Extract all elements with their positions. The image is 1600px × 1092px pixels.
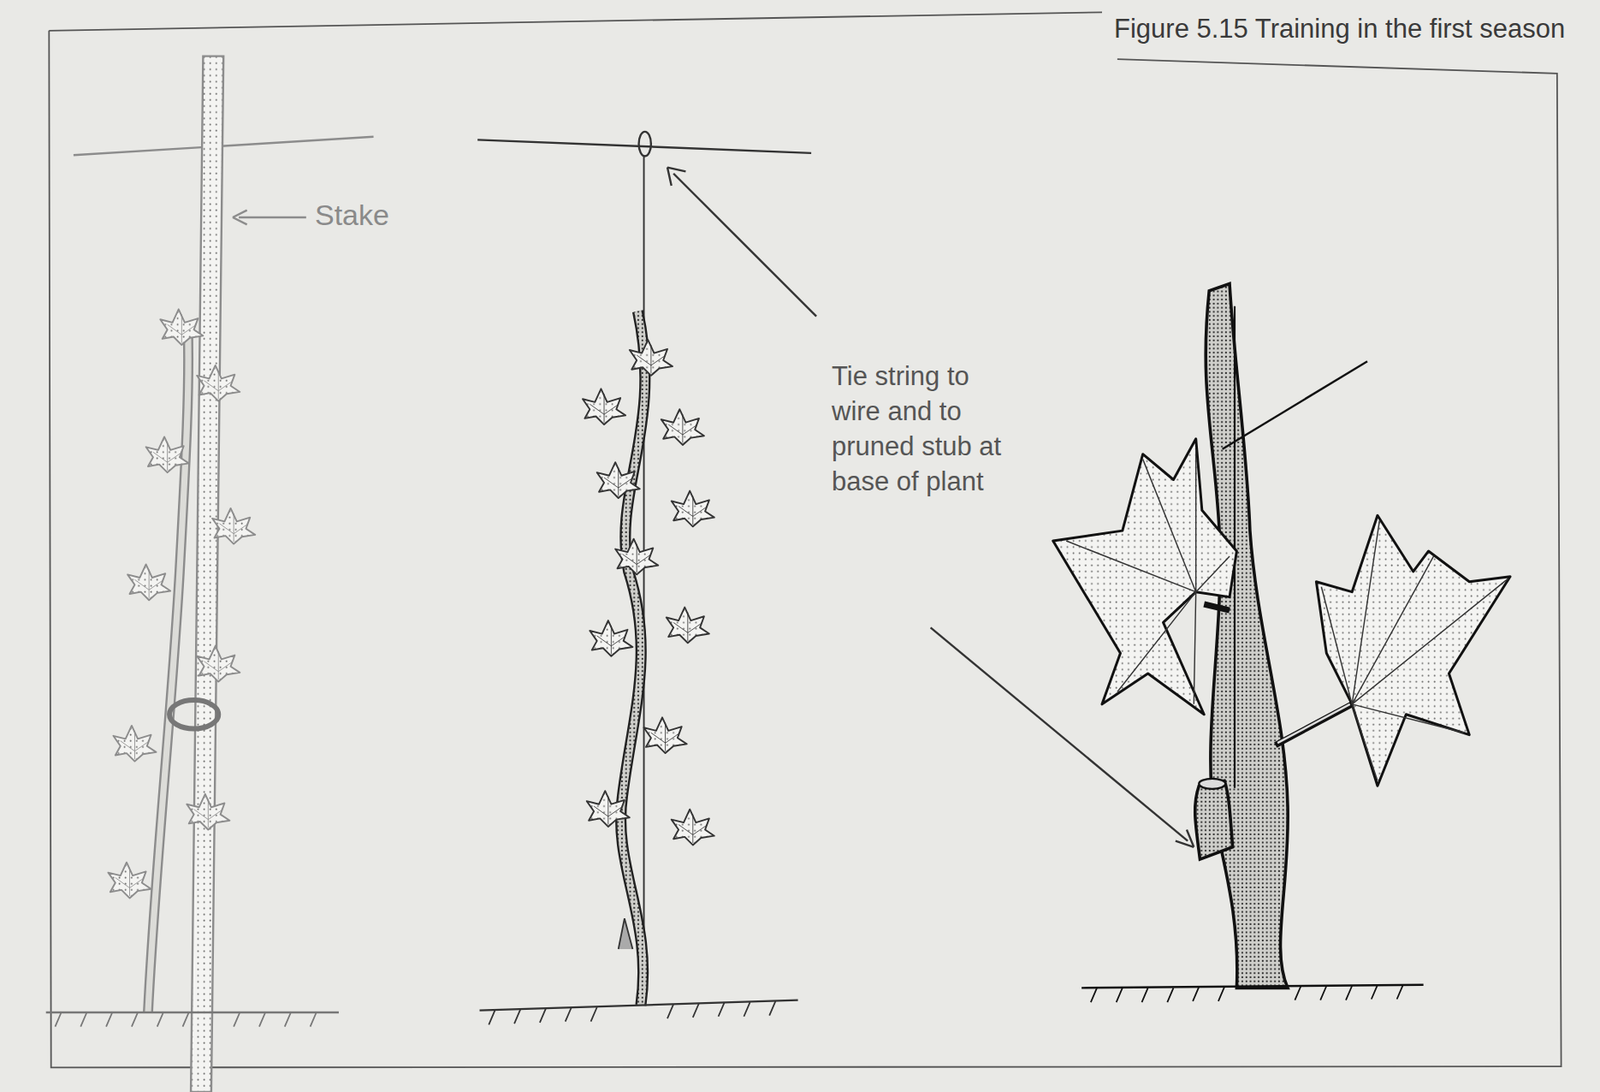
figure-title: Figure 5.15 Training in the first season — [1114, 13, 1565, 45]
note-label: Tie string to wire and to pruned stub at… — [831, 359, 1003, 500]
part-label: Stake — [314, 198, 390, 232]
